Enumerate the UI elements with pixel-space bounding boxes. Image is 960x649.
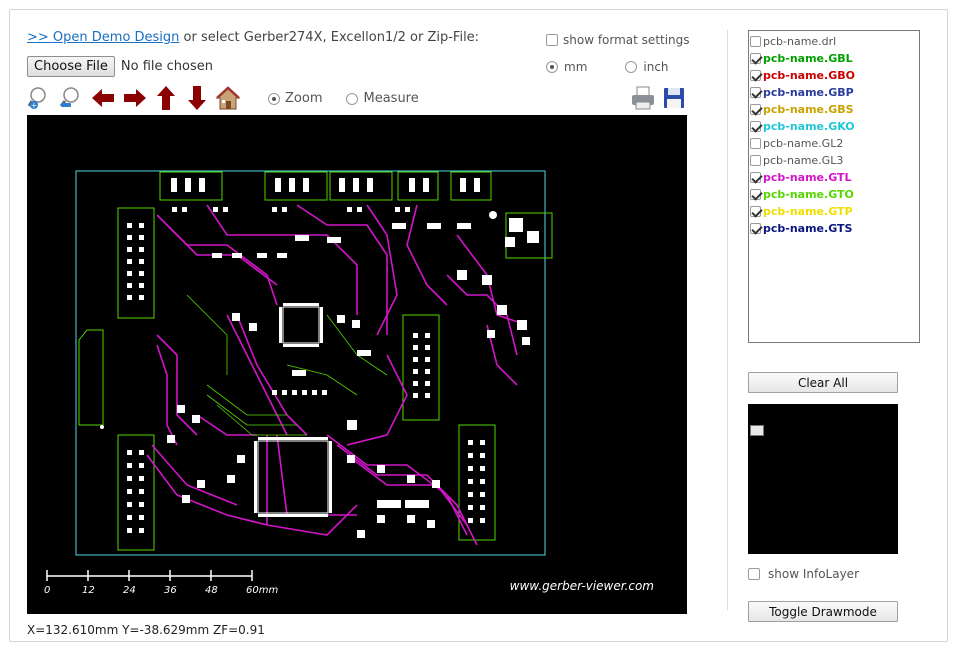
- unit-mm-label: mm: [564, 60, 588, 74]
- layer-label: pcb-name.GL2: [763, 137, 844, 150]
- format-settings-checkbox[interactable]: [546, 34, 558, 46]
- layer-checkbox[interactable]: [750, 104, 761, 115]
- layer-label: pcb-name.GTL: [763, 171, 852, 184]
- print-icon[interactable]: [630, 85, 656, 111]
- scale-label: 0: [44, 585, 50, 596]
- mode-measure-label: Measure: [363, 91, 419, 106]
- file-chooser: Choose File No file chosen: [27, 56, 213, 77]
- toolbar: +: [27, 85, 687, 113]
- layer-list: pcb-name.drl pcb-name.GBL pcb-name.GBO pcb-…: [748, 30, 920, 343]
- layer-label: pcb-name.GBP: [763, 86, 854, 99]
- mode-zoom-radio[interactable]: [268, 92, 280, 105]
- coordinate-readout: X=132.610mm Y=-38.629mm ZF=0.91: [27, 623, 265, 637]
- layer-label: pcb-name.drl: [763, 35, 837, 48]
- layer-item[interactable]: pcb-name.GL2: [750, 135, 919, 152]
- app-frame: [9, 9, 948, 642]
- arrow-left-icon[interactable]: [90, 85, 116, 111]
- clear-all-button[interactable]: Clear All: [748, 372, 898, 393]
- arrow-down-icon[interactable]: [184, 85, 210, 111]
- layer-item[interactable]: pcb-name.drl: [750, 33, 919, 50]
- svg-text:+: +: [31, 101, 38, 110]
- layer-label: pcb-name.GBS: [763, 103, 854, 116]
- layer-label: pcb-name.GTO: [763, 188, 854, 201]
- layer-checkbox[interactable]: [750, 206, 761, 217]
- layer-label: pcb-name.GKO: [763, 120, 855, 133]
- board-outline: [75, 170, 546, 556]
- watermark: www.gerber-viewer.com: [510, 579, 654, 593]
- layer-item[interactable]: pcb-name.GTL: [750, 169, 919, 186]
- infolayer-label: show InfoLayer: [768, 567, 859, 581]
- unit-inch-radio[interactable]: [625, 61, 638, 73]
- intro-line: >> Open Demo Design or select Gerber274X…: [27, 30, 479, 45]
- layer-item[interactable]: pcb-name.GKO: [750, 118, 919, 135]
- unit-selector: mm inch: [546, 60, 669, 74]
- layer-checkbox[interactable]: [750, 223, 761, 234]
- scale-label: 60mm: [246, 585, 278, 596]
- layer-item[interactable]: pcb-name.GTS: [750, 220, 919, 237]
- gerber-canvas[interactable]: 0 12 24 36 48 60mm www.gerber-viewer.com: [27, 115, 687, 614]
- header-pins: [127, 178, 485, 533]
- zoom-in-icon[interactable]: +: [27, 85, 53, 111]
- layer-checkbox[interactable]: [750, 155, 761, 166]
- file-status: No file chosen: [120, 59, 213, 74]
- pcb-render: 0 12 24 36 48 60mm www.gerber-viewer.com: [44, 170, 654, 596]
- layer-item[interactable]: pcb-name.GBS: [750, 101, 919, 118]
- layer-item[interactable]: pcb-name.GBP: [750, 84, 919, 101]
- layer-label: pcb-name.GTP: [763, 205, 853, 218]
- layer-item[interactable]: pcb-name.GBL: [750, 50, 919, 67]
- layer-preview: [748, 404, 898, 554]
- open-demo-link[interactable]: >> Open Demo Design: [27, 30, 180, 45]
- mode-selector: Zoom Measure: [268, 91, 419, 106]
- scale-label: 48: [205, 585, 218, 596]
- layer-label: pcb-name.GBO: [763, 69, 855, 82]
- scale-label: 36: [164, 585, 177, 596]
- preview-thumbnail-icon: [750, 425, 764, 436]
- mode-zoom-label: Zoom: [285, 91, 323, 106]
- scale-label: 12: [82, 585, 95, 596]
- format-settings-toggle[interactable]: show format settings: [546, 33, 690, 47]
- scale-label: 24: [123, 585, 136, 596]
- layer-item[interactable]: pcb-name.GTO: [750, 186, 919, 203]
- unit-inch-label: inch: [643, 60, 669, 74]
- silk-connectors: [78, 171, 553, 551]
- intro-text: or select Gerber274X, Excellon1/2 or Zip…: [179, 30, 480, 45]
- infolayer-checkbox[interactable]: [748, 568, 760, 580]
- toggle-drawmode-button[interactable]: Toggle Drawmode: [748, 601, 898, 622]
- layer-item[interactable]: pcb-name.GBO: [750, 67, 919, 84]
- layer-checkbox[interactable]: [750, 121, 761, 132]
- layer-label: pcb-name.GTS: [763, 222, 853, 235]
- layer-checkbox[interactable]: [750, 87, 761, 98]
- layer-label: pcb-name.GL3: [763, 154, 844, 167]
- copper-traces: [146, 204, 528, 546]
- ics: [254, 303, 332, 517]
- layer-checkbox[interactable]: [750, 138, 761, 149]
- panel-divider: [727, 30, 728, 610]
- layer-checkbox[interactable]: [750, 36, 761, 47]
- zoom-out-icon[interactable]: [58, 85, 84, 111]
- layer-item[interactable]: pcb-name.GL3: [750, 152, 919, 169]
- layer-checkbox[interactable]: [750, 70, 761, 81]
- layer-checkbox[interactable]: [750, 53, 761, 64]
- unit-mm-radio[interactable]: [546, 61, 558, 73]
- save-icon[interactable]: [661, 85, 687, 111]
- layer-checkbox[interactable]: [750, 172, 761, 183]
- layer-checkbox[interactable]: [750, 189, 761, 200]
- choose-file-button[interactable]: Choose File: [27, 56, 115, 77]
- format-settings-label: show format settings: [563, 33, 690, 47]
- layer-label: pcb-name.GBL: [763, 52, 853, 65]
- arrow-up-icon[interactable]: [153, 85, 179, 111]
- layer-item[interactable]: pcb-name.GTP: [750, 203, 919, 220]
- home-icon[interactable]: [215, 85, 241, 111]
- mode-measure-radio[interactable]: [346, 92, 359, 105]
- arrow-right-icon[interactable]: [122, 85, 148, 111]
- scale-bar: 0 12 24 36 48 60mm: [44, 570, 278, 596]
- infolayer-toggle[interactable]: show InfoLayer: [748, 567, 859, 581]
- smd-pads: [100, 207, 539, 538]
